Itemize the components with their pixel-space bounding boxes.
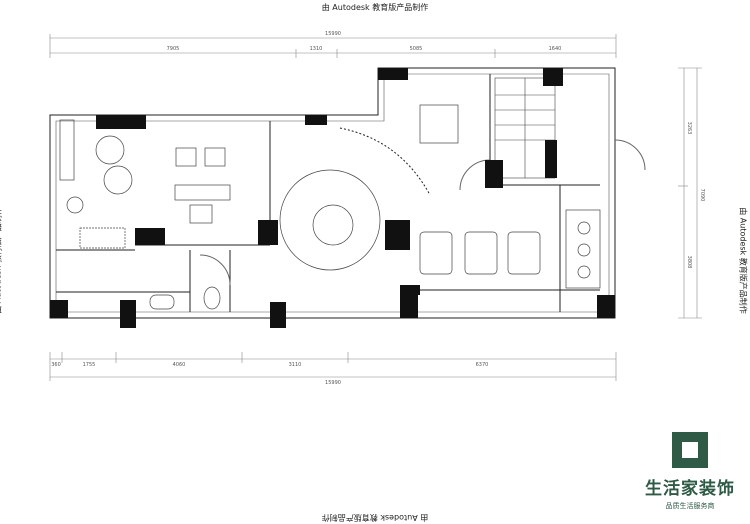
logo-name: 生活家装饰 — [645, 479, 735, 499]
dim-bottom-total: 15990 — [325, 380, 341, 386]
walls — [49, 67, 646, 319]
dim-right-total: 7090 — [699, 189, 705, 202]
structural-columns — [50, 68, 615, 328]
right-dimensions — [678, 67, 702, 319]
dim-bottom-4: 3110 — [289, 362, 302, 368]
dim-right-1: 3263 — [686, 122, 692, 135]
dim-top-3: 5085 — [410, 46, 423, 52]
logo-mark-icon — [672, 432, 708, 468]
bottom-dimensions — [49, 352, 617, 381]
logo-slogan: 品质生活服务商 — [665, 502, 715, 510]
dim-bottom-5: 6370 — [476, 362, 489, 368]
dim-right-2: 3808 — [686, 256, 692, 269]
furniture — [59, 104, 601, 310]
dim-top-total: 15990 — [325, 31, 341, 37]
watermark-top: 由 Autodesk 教育版产品制作 — [321, 3, 429, 12]
top-dimensions — [49, 34, 617, 58]
dim-bottom-1: 360 — [51, 362, 61, 368]
dim-bottom-3: 4060 — [173, 362, 186, 368]
dim-bottom-2: 1755 — [83, 362, 96, 368]
company-logo: 生活家装饰 品质生活服务商 — [630, 430, 750, 511]
dim-top-2: 1310 — [310, 46, 323, 52]
dim-top-1: 7905 — [167, 46, 180, 52]
dim-top-4: 1640 — [549, 46, 562, 52]
